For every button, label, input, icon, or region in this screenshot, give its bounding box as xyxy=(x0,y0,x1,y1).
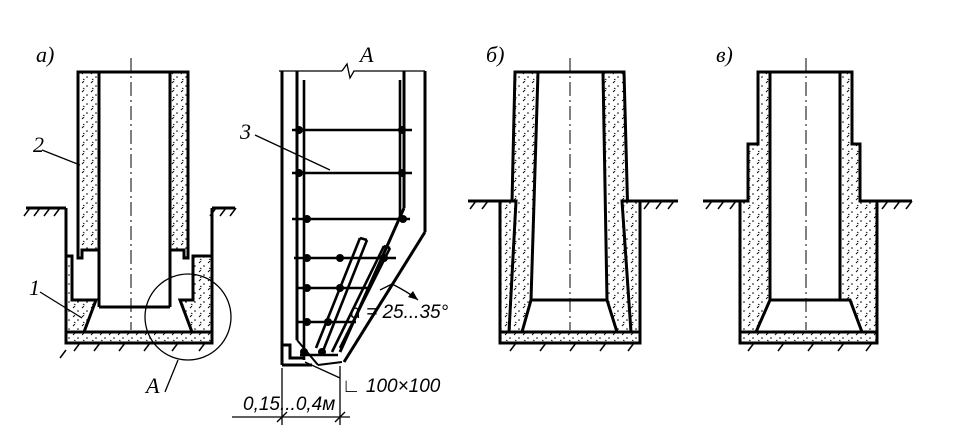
figure-a: а) 2 1 А xyxy=(23,42,237,398)
detail-a: А xyxy=(232,42,449,425)
column-wall-left-a xyxy=(76,70,101,260)
dimension-line xyxy=(232,366,350,425)
label-detail-title: А xyxy=(358,42,374,67)
figure-b: б) xyxy=(468,42,678,352)
glass-bottom-v xyxy=(738,330,879,345)
label-dimension: 0,15...0,4м xyxy=(243,394,335,415)
ground-v xyxy=(703,199,913,352)
figure-v: в) xyxy=(703,42,913,352)
label-callout-1: 1 xyxy=(29,275,40,300)
column-wall-right-a xyxy=(168,70,190,260)
label-variant-b: б) xyxy=(486,42,504,67)
detail-circle xyxy=(144,273,232,361)
callout-3-leader xyxy=(254,134,331,171)
label-callout-3: 3 xyxy=(239,119,251,144)
detail-leader xyxy=(164,359,179,393)
rebar-dots xyxy=(295,126,407,356)
label-variant-v: в) xyxy=(716,42,733,67)
label-angle-profile: ∟ 100×100 xyxy=(342,376,441,397)
glass-bottom-a xyxy=(64,330,214,345)
callout-1-leader xyxy=(39,291,83,319)
column-wall-right-v xyxy=(838,70,879,334)
sloped-rebar xyxy=(314,236,392,353)
label-callout-2: 2 xyxy=(33,132,44,157)
glass-wall-left-a xyxy=(64,254,99,334)
glass-bottom-b xyxy=(498,330,642,345)
callout-2-leader xyxy=(41,149,81,166)
label-detail-callout: А xyxy=(144,373,160,398)
column-wall-left-v xyxy=(738,70,772,334)
label-variant-a: а) xyxy=(36,42,54,67)
label-angle: α = 25...35° xyxy=(350,302,449,323)
angle-steel xyxy=(282,343,305,360)
glass-wall-right-a xyxy=(177,254,214,334)
